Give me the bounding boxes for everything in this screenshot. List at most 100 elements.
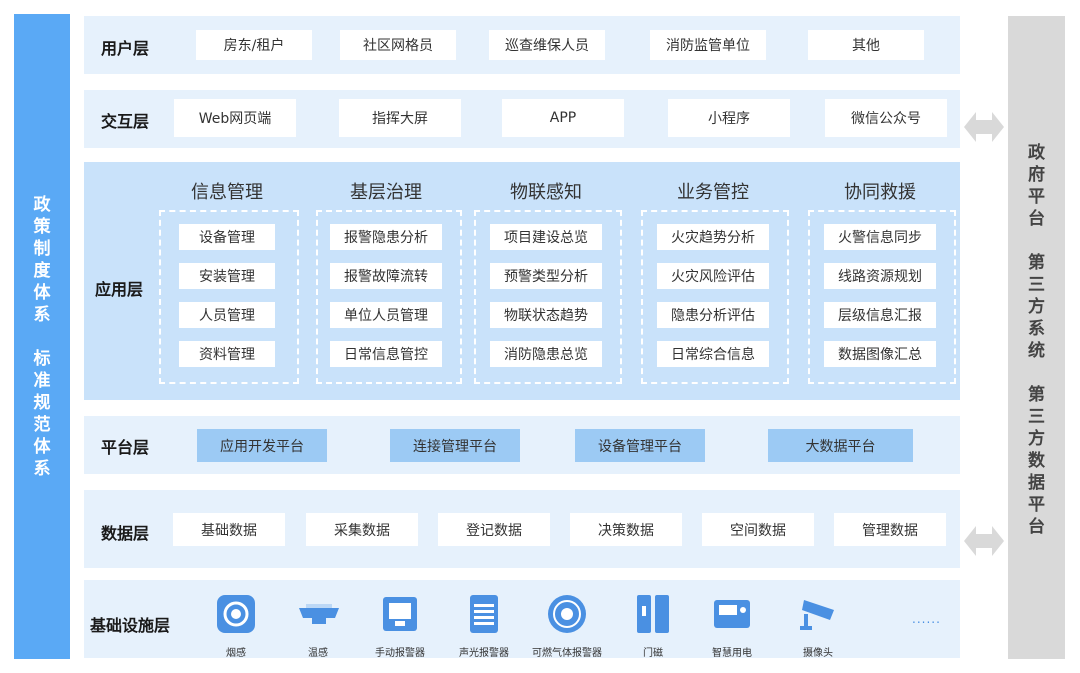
user-item: 社区网格员 — [340, 30, 456, 60]
left-sidebar-standards: 政 策 制 度 体 系 标 准 规 范 体 系 — [14, 14, 70, 659]
char: 数 — [1028, 451, 1045, 471]
group-frame — [474, 210, 622, 384]
group-title: 业务管控 — [677, 182, 749, 203]
infrastructure-layer: 基础设施层 烟感 温感 手动报警器 — [84, 580, 960, 659]
interaction-item: APP — [502, 99, 624, 137]
right-sidebar-line1: 政 府 平 台 — [1008, 142, 1065, 230]
device-label: 门磁 — [643, 648, 663, 659]
app-item: 单位人员管理 — [330, 302, 442, 328]
device-label: 温感 — [308, 648, 328, 659]
char: 系 — [1028, 319, 1045, 339]
interaction-item: 小程序 — [668, 99, 790, 137]
group-frame — [641, 210, 789, 384]
door-sensor-icon — [637, 595, 669, 633]
app-item: 日常信息管控 — [330, 341, 442, 367]
char: 范 — [33, 415, 51, 435]
double-arrow-icon — [964, 112, 1004, 142]
char: 度 — [33, 261, 51, 281]
app-item: 层级信息汇报 — [824, 302, 936, 328]
app-item: 线路资源规划 — [824, 263, 936, 289]
group-title: 协同救援 — [844, 182, 916, 203]
group-title: 信息管理 — [191, 182, 263, 203]
application-layer: 应用层 信息管理 设备管理 安装管理 人员管理 资料管理 基层治理 报警隐患分析… — [84, 162, 960, 400]
app-item: 报警故障流转 — [330, 263, 442, 289]
app-item: 消防隐患总览 — [490, 341, 602, 367]
group-frame — [316, 210, 462, 384]
layer-title: 平台层 — [101, 438, 150, 457]
data-item: 空间数据 — [702, 513, 814, 546]
char: 标 — [33, 349, 51, 369]
char: 策 — [33, 217, 51, 237]
char: 制 — [33, 239, 51, 259]
camera-icon — [800, 600, 834, 630]
user-item: 消防监管单位 — [650, 30, 766, 60]
left-sidebar-line1: 政 策 制 度 体 系 — [14, 194, 70, 326]
right-sidebar-line2: 第 三 方 系 统 — [1008, 252, 1065, 362]
char: 体 — [33, 283, 51, 303]
smart-electricity-icon — [714, 600, 750, 628]
app-item: 安装管理 — [179, 263, 275, 289]
double-arrow-icon — [964, 526, 1004, 556]
right-sidebar-external-systems: 政 府 平 台 第 三 方 系 统 第 三 方 数 据 平 台 — [1008, 16, 1065, 659]
char: 平 — [1028, 187, 1045, 207]
device-label: 声光报警器 — [459, 648, 509, 659]
sound-light-alarm-icon — [470, 595, 498, 633]
app-item: 预警类型分析 — [490, 263, 602, 289]
char: 平 — [1028, 495, 1045, 515]
app-item: 资料管理 — [179, 341, 275, 367]
platform-item: 连接管理平台 — [390, 429, 520, 462]
heat-detector-icon — [299, 604, 339, 624]
platform-item: 应用开发平台 — [197, 429, 327, 462]
char: 政 — [33, 195, 51, 215]
data-item: 基础数据 — [173, 513, 285, 546]
layer-title: 用户层 — [101, 39, 150, 58]
data-layer: 数据层 基础数据 采集数据 登记数据 决策数据 空间数据 管理数据 — [84, 490, 960, 568]
char: 三 — [1028, 275, 1045, 295]
right-sidebar-line3: 第 三 方 数 据 平 台 — [1008, 384, 1065, 538]
char: 台 — [1028, 209, 1045, 229]
device-label: 可燃气体报警器 — [532, 648, 602, 659]
user-item: 巡查维保人员 — [489, 30, 605, 60]
char: 方 — [1028, 429, 1045, 449]
data-item: 登记数据 — [438, 513, 550, 546]
device-label: 摄像头 — [803, 648, 833, 659]
interaction-item: 指挥大屏 — [339, 99, 461, 137]
app-item: 隐患分析评估 — [657, 302, 769, 328]
group-frame — [159, 210, 299, 384]
char: 规 — [33, 393, 51, 413]
char: 系 — [33, 305, 51, 325]
data-item: 采集数据 — [306, 513, 418, 546]
smoke-detector-icon — [217, 595, 255, 633]
app-item: 项目建设总览 — [490, 224, 602, 250]
more-devices-ellipsis: ...... — [912, 612, 941, 626]
gas-alarm-icon — [548, 595, 586, 633]
app-item: 火警信息同步 — [824, 224, 936, 250]
interaction-item: 微信公众号 — [825, 99, 947, 137]
device-label: 烟感 — [226, 648, 246, 659]
layer-title: 基础设施层 — [90, 616, 171, 635]
char: 府 — [1028, 165, 1045, 185]
layer-title: 应用层 — [95, 280, 144, 299]
app-item: 日常综合信息 — [657, 341, 769, 367]
group-title: 基层治理 — [350, 182, 422, 203]
char: 第 — [1028, 385, 1045, 405]
interaction-item: Web网页端 — [174, 99, 296, 137]
layer-title: 数据层 — [101, 524, 150, 543]
left-sidebar-line2: 标 准 规 范 体 系 — [14, 348, 70, 480]
app-item: 火灾趋势分析 — [657, 224, 769, 250]
platform-item: 设备管理平台 — [575, 429, 705, 462]
platform-layer: 平台层 应用开发平台 连接管理平台 设备管理平台 大数据平台 — [84, 416, 960, 474]
interaction-layer: 交互层 Web网页端 指挥大屏 APP 小程序 微信公众号 — [84, 90, 960, 148]
app-item: 数据图像汇总 — [824, 341, 936, 367]
app-item: 物联状态趋势 — [490, 302, 602, 328]
char: 政 — [1028, 143, 1045, 163]
app-item: 火灾风险评估 — [657, 263, 769, 289]
char: 据 — [1028, 473, 1045, 493]
group-frame — [808, 210, 956, 384]
char: 方 — [1028, 297, 1045, 317]
group-title: 物联感知 — [510, 182, 582, 203]
char: 第 — [1028, 253, 1045, 273]
char: 系 — [33, 459, 51, 479]
user-item: 其他 — [808, 30, 924, 60]
app-item: 设备管理 — [179, 224, 275, 250]
